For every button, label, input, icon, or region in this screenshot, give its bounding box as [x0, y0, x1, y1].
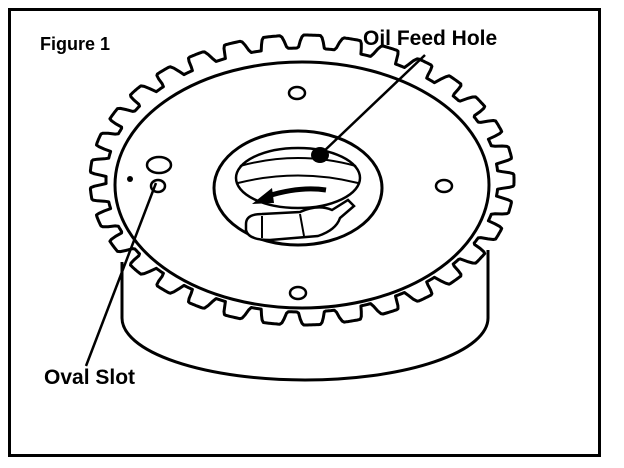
oil-feed-leader — [321, 54, 426, 154]
bore-groove-2 — [237, 174, 359, 184]
figure-title: Figure 1 — [40, 34, 111, 54]
bolt-hole-right — [434, 178, 454, 194]
bolt-hole-bottom — [288, 285, 308, 301]
small-hole — [149, 178, 167, 194]
hub-body — [120, 250, 490, 382]
bore-groove — [239, 157, 357, 167]
locking-pin — [244, 198, 356, 242]
rotation-arrow — [267, 186, 327, 199]
oval-slot — [145, 155, 173, 175]
oil-feed-hole-label: Oil Feed Hole — [363, 27, 498, 50]
oval-slot-leader — [84, 182, 158, 367]
dot-mark — [127, 176, 133, 182]
sprocket-face — [113, 60, 491, 310]
center-bore-inner — [234, 146, 362, 210]
bolt-hole-top — [287, 85, 307, 101]
oval-slot-label: Oval Slot — [44, 366, 136, 389]
pin-detail — [261, 213, 305, 238]
rotation-arrowhead — [252, 188, 274, 204]
